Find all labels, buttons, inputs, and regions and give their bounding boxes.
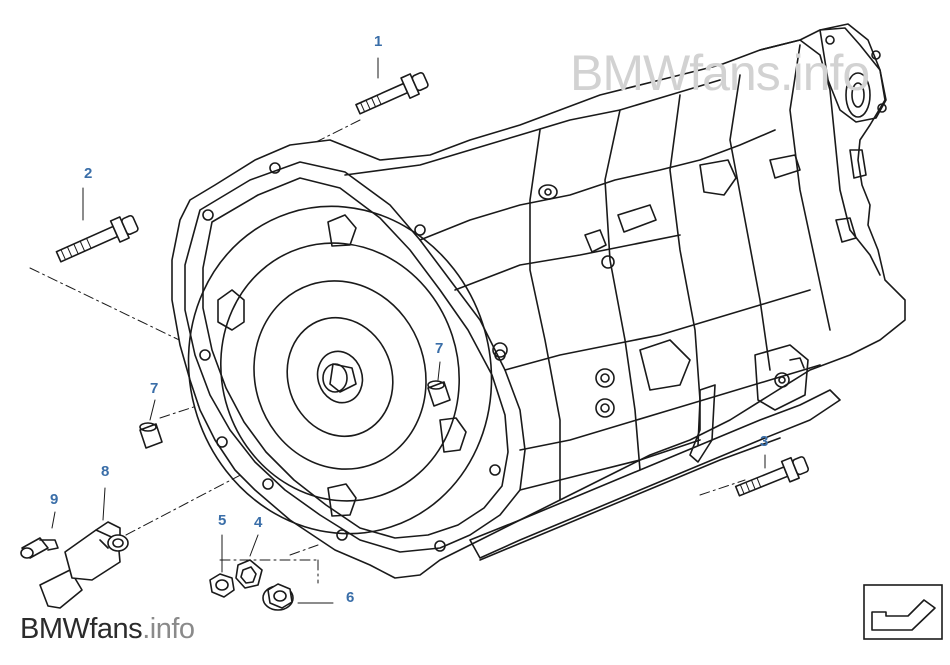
return-arrow-icon[interactable] (864, 585, 942, 639)
callout-7: 7 (150, 380, 159, 397)
sensor-part-8 (39, 521, 129, 609)
bolt-part-1 (355, 71, 429, 115)
gasket-part-4 (235, 559, 263, 589)
callout-7: 7 (435, 340, 444, 357)
watermark-bottom: BMWfans.info (20, 613, 195, 646)
callout-5: 5 (218, 512, 227, 529)
callout-1: 1 (374, 33, 383, 50)
bolt-part-3 (734, 456, 810, 497)
callout-9: 9 (50, 491, 59, 508)
callout-6: 6 (346, 589, 355, 606)
screw-part-9 (20, 537, 59, 559)
bolt-part-2 (55, 214, 139, 263)
nut-part-5 (209, 573, 235, 598)
callout-2: 2 (84, 165, 93, 182)
dowel-part-7b (427, 380, 451, 407)
nut-part-6 (262, 583, 294, 611)
watermark-brand: BMWfans (20, 613, 143, 645)
callout-ticks (51, 57, 766, 604)
transmission-housing (171, 23, 906, 579)
callout-3: 3 (760, 433, 769, 450)
callout-4: 4 (254, 514, 263, 531)
watermark-top: BMWfans.info (570, 45, 870, 101)
nav-icon-frame (863, 584, 943, 640)
dowel-part-7a (139, 422, 163, 449)
callout-8: 8 (101, 463, 110, 480)
watermark-tld: .info (142, 613, 195, 645)
